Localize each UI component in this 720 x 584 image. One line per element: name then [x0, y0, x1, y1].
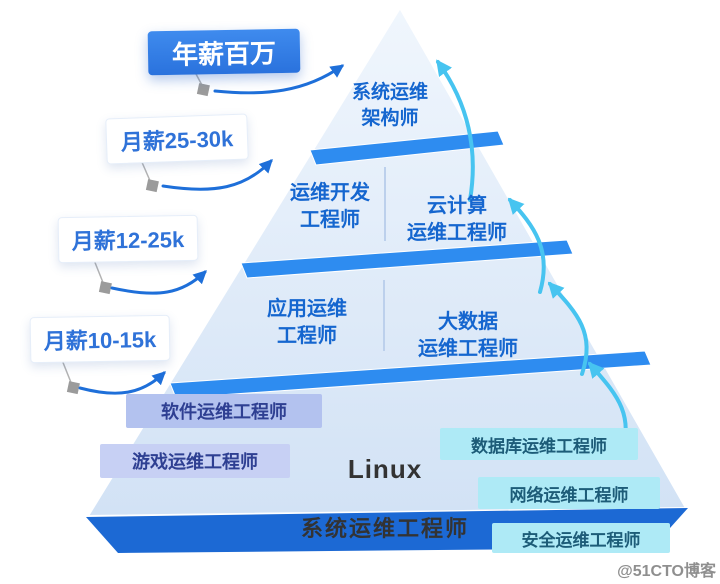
watermark-51cto: @51CTO博客	[617, 563, 716, 580]
tier1-separator-band	[309, 130, 505, 166]
arrow-to-tier4	[78, 371, 166, 395]
tier2-separator-band	[240, 239, 574, 279]
role-box-security-ops: 安全运维工程师	[492, 523, 670, 553]
progress-arrow-1	[436, 59, 475, 202]
tier2-title-cloud-ops-engineer: 云计算 运维工程师	[407, 195, 507, 244]
tier3-title-app-ops-engineer: 应用运维 工程师	[267, 298, 347, 347]
salary-pointer-arrows	[78, 64, 345, 395]
arrow-to-tier3	[110, 270, 207, 295]
salary-badge-10-15k: 月薪10-15k	[29, 314, 171, 364]
tier3-separator-band	[169, 350, 652, 399]
tier4-title-linux-sysops: Linux 系统运维工程师	[278, 430, 492, 566]
role-box-software-ops: 软件运维工程师	[126, 394, 322, 428]
arrow-to-tier1	[213, 64, 345, 95]
progress-arrow-3	[547, 281, 589, 376]
salary-badge-annual-million: 年薪百万	[147, 28, 301, 76]
tier4-sysops-label: 系统运维工程师	[300, 516, 469, 542]
role-box-game-ops: 游戏运维工程师	[100, 444, 290, 478]
progress-arrow-2	[507, 197, 546, 294]
arrow-to-tier2	[161, 159, 273, 191]
role-box-network-ops: 网络运维工程师	[478, 477, 660, 509]
tier4-linux-label: Linux	[347, 453, 423, 484]
tier3-title-bigdata-ops-engineer: 大数据 运维工程师	[418, 311, 518, 360]
tier2-title-devops-engineer: 运维开发 工程师	[290, 182, 370, 231]
salary-badge-25-30k: 月薪25-30k	[105, 113, 249, 165]
label-connector-squares	[66, 83, 210, 395]
role-box-database-ops: 数据库运维工程师	[440, 428, 638, 460]
salary-badge-12-25k: 月薪12-25k	[57, 214, 199, 264]
tier1-title-system-ops-architect: 系统运维 架构师	[351, 82, 428, 129]
